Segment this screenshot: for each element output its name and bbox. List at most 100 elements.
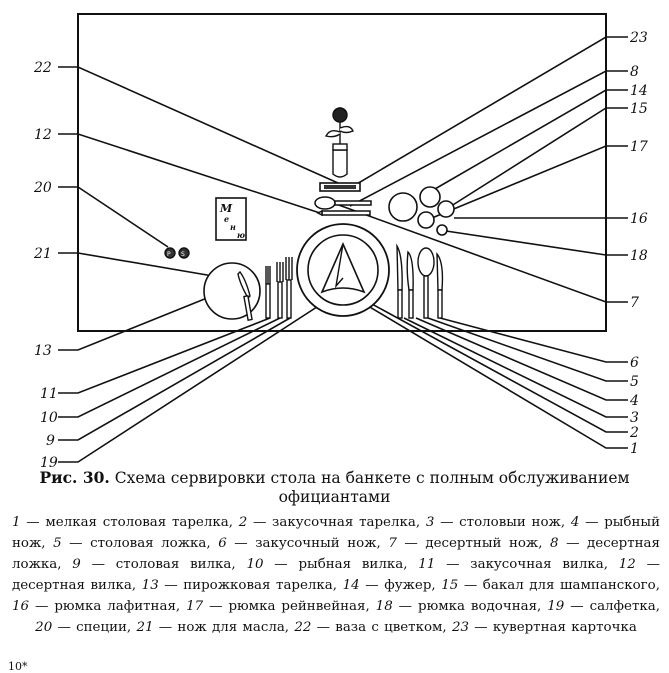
- appetizer-fork: [265, 266, 271, 319]
- knives-and-spoon: [396, 243, 444, 319]
- legend-text: — десертный нож,: [396, 536, 551, 551]
- callout-23: 23: [629, 30, 648, 46]
- legend-number: 1: [12, 515, 21, 530]
- svg-text:Р: Р: [167, 251, 171, 258]
- callout-15: 15: [630, 101, 648, 117]
- legend-text: — закусочная вилка,: [435, 557, 619, 572]
- legend-number: 13: [141, 578, 159, 593]
- callout-3: 3: [630, 410, 639, 426]
- legend-text: — рюмка лафитная,: [29, 599, 187, 614]
- legend-number: 14: [342, 578, 360, 593]
- legend-text: — столовыи нож,: [434, 515, 571, 530]
- legend-entry: 16 — рюмка лафитная,: [12, 599, 186, 614]
- table-setting-diagram: Р S М е н ю: [33, 13, 648, 470]
- page-number: 10*: [8, 660, 28, 673]
- menu-letter: ю: [237, 230, 245, 240]
- legend-text: — ваза с цветком,: [311, 620, 452, 635]
- callout-2: 2: [629, 425, 639, 441]
- figure-legend: 1 — мелкая столовая тарелка, 2 — закусоч…: [12, 512, 660, 638]
- menu-letter: е: [224, 214, 229, 224]
- callout-11: 11: [40, 386, 58, 402]
- callout-13: 13: [34, 343, 52, 359]
- legend-text: — мелкая столовая тарелка,: [20, 515, 239, 530]
- legend-entry: 5 — столовая ложка,: [53, 536, 218, 551]
- callout-10: 10: [40, 410, 58, 426]
- legend-number: 20: [35, 620, 53, 635]
- legend-entry: 14 — фужер,: [343, 578, 442, 593]
- figure-label: Рис. 30.: [39, 468, 110, 487]
- legend-text: — салфетка,: [564, 599, 660, 614]
- legend-number: 19: [547, 599, 565, 614]
- legend-entry: 1 — мелкая столовая тарелка,: [12, 515, 239, 530]
- legend-entry: 7 — десертный нож,: [388, 536, 550, 551]
- table-spoon: [417, 247, 435, 319]
- callout-14: 14: [630, 83, 648, 99]
- appetizer-knife: [436, 252, 444, 319]
- callout-7: 7: [630, 295, 639, 311]
- legend-number: 2: [238, 515, 248, 530]
- legend-number: 18: [375, 599, 393, 614]
- legend-text: — бакал для шампанского,: [458, 578, 661, 593]
- legend-entry: 22 — ваза с цветком,: [294, 620, 452, 635]
- legend-number: 17: [186, 599, 204, 614]
- callout-16: 16: [630, 211, 648, 227]
- callout-20: 20: [33, 180, 52, 196]
- legend-entry: 4 — рыбный нож,: [12, 515, 660, 551]
- legend-text: — десертная ложка,: [12, 536, 660, 572]
- legend-entry: 23 — кувертная карточка: [452, 620, 637, 635]
- callout-12: 12: [34, 127, 52, 143]
- table-fork: [285, 257, 293, 319]
- table-knife: [396, 243, 403, 319]
- fish-fork: [276, 262, 284, 319]
- callout-4: 4: [629, 393, 639, 409]
- legend-number: 16: [12, 599, 30, 614]
- legend-entry: 20 — специи,: [35, 620, 136, 635]
- leader-lines: [58, 36, 628, 463]
- legend-entry: 12 — десертная вилка,: [12, 557, 660, 593]
- callout-6: 6: [630, 355, 639, 371]
- callout-1: 1: [630, 441, 639, 457]
- legend-text: — рюмка водочная,: [392, 599, 548, 614]
- legend-text: — десертная вилка,: [12, 557, 660, 593]
- vase-with-flower: [324, 107, 354, 178]
- legend-number: 6: [218, 536, 227, 551]
- legend-entry: 15 — бакал для шампанского,: [441, 578, 660, 593]
- pie-plate: [203, 262, 261, 321]
- legend-text: — нож для масла,: [153, 620, 295, 635]
- legend-number: 11: [418, 557, 436, 572]
- legend-entry: 9 — столовая вилка,: [72, 557, 246, 572]
- figure-title: Схема сервировки стола на банкете с полн…: [114, 469, 630, 506]
- legend-entry: 10 — рыбная вилка,: [246, 557, 418, 572]
- legend-text: — столовая вилка,: [80, 557, 247, 572]
- legend-text: — закусочный нож,: [226, 536, 389, 551]
- legend-number: 22: [294, 620, 312, 635]
- svg-text:S: S: [181, 251, 185, 258]
- glasses: [388, 186, 455, 236]
- dinner-plate: [296, 223, 390, 317]
- legend-number: 7: [388, 536, 397, 551]
- figure-caption-title: Рис. 30. Схема сервировки стола на банке…: [0, 468, 669, 507]
- legend-entry: 6 — закусочный нож,: [218, 536, 388, 551]
- legend-entry: 8 — десертная ложка,: [12, 536, 660, 572]
- legend-text: — закусочная тарелка,: [247, 515, 426, 530]
- legend-text: — кувертная карточка: [469, 620, 637, 635]
- legend-number: 12: [618, 557, 636, 572]
- legend-entry: 17 — рюмка рейнвейная,: [186, 599, 376, 614]
- callout-9: 9: [46, 433, 55, 449]
- callout-22: 22: [33, 60, 52, 76]
- legend-entry: 19 — салфетка,: [547, 599, 660, 614]
- legend-number: 23: [451, 620, 469, 635]
- legend-entry: 2 — закусочная тарелка,: [239, 515, 426, 530]
- table-outline: [77, 13, 607, 332]
- legend-number: 9: [72, 557, 81, 572]
- legend-text: — рюмка рейнвейная,: [203, 599, 376, 614]
- menu-letter: н: [230, 222, 236, 232]
- callout-5: 5: [630, 374, 639, 390]
- legend-text: — пирожковая тарелка,: [158, 578, 343, 593]
- legend-number: 8: [550, 536, 559, 551]
- legend-number: 10: [246, 557, 264, 572]
- menu-letter: М: [219, 202, 233, 215]
- legend-number: 5: [53, 536, 62, 551]
- callout-17: 17: [630, 139, 648, 155]
- legend-entry: 3 — столовыи нож,: [426, 515, 571, 530]
